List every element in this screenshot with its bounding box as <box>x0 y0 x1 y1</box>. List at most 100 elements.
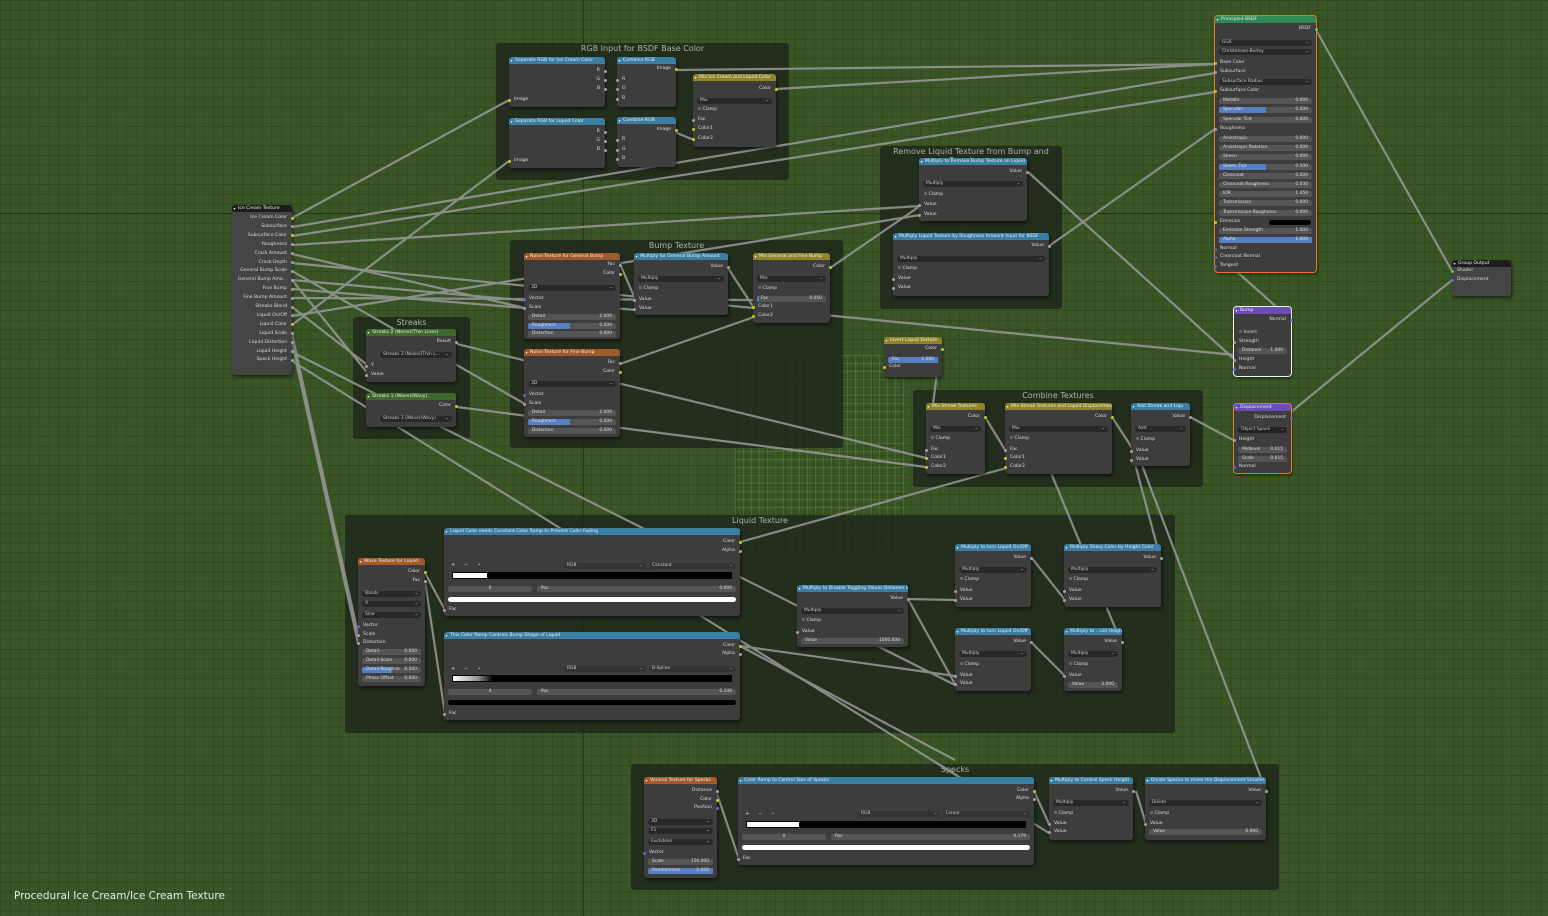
clamp-checkbox[interactable]: Clamp <box>955 576 1031 584</box>
socket-fac[interactable]: Fac <box>1003 446 1112 454</box>
mix-general-fine-bump-node[interactable]: Mix General and Fine Bump Color Mix Clam… <box>751 253 832 323</box>
socket-clearcoat-normal[interactable]: Clearcoat Normal <box>1213 253 1316 261</box>
socket-value[interactable]: Value <box>797 595 910 603</box>
node-group-selector[interactable]: Streaks 2 (Noise)(Thin L... <box>380 351 452 358</box>
color-mode-dropdown[interactable]: RGB <box>564 665 646 672</box>
add-stop-button[interactable]: + <box>451 562 456 568</box>
add-stop-button[interactable]: + <box>745 811 750 817</box>
ramp-menu-button[interactable]: ⌄ <box>771 810 776 816</box>
socket-fac[interactable]: Fac <box>442 606 740 614</box>
socket-color[interactable]: Color <box>753 263 832 271</box>
socket-color[interactable]: Color <box>366 402 458 410</box>
socket-ice-cream-color[interactable]: Ice Cream Color <box>232 214 294 222</box>
socket-bsdf[interactable]: BSDF <box>1215 25 1318 33</box>
color-ramp-gradient[interactable] <box>452 572 732 579</box>
interpolation-dropdown[interactable]: Constant <box>649 562 736 569</box>
stop-index-field[interactable]: 0 <box>448 586 532 592</box>
socket-subsurface-color[interactable]: Subsurface Color <box>1213 87 1316 95</box>
socket-value-2[interactable]: Value <box>1047 828 1133 836</box>
clamp-checkbox[interactable]: Clamp <box>753 285 830 293</box>
socket-color2[interactable]: Color2 <box>924 463 985 471</box>
multiply-roughness-node[interactable]: Multiply Liquid Texture by Roughness Amo… <box>891 233 1051 296</box>
socket-speck-height[interactable]: Speck Height <box>232 356 294 364</box>
socket-normal[interactable]: Normal <box>1232 463 1291 471</box>
socket-color[interactable]: Color <box>524 368 622 376</box>
socket-value-1[interactable]: Value <box>953 587 1031 595</box>
space-dropdown[interactable]: Object Space <box>1238 426 1287 433</box>
socket-color[interactable]: Color <box>444 538 742 546</box>
socket-displacement[interactable]: Displacement <box>1450 276 1511 284</box>
socket-value-2[interactable]: Value <box>632 305 728 313</box>
blend-mode-dropdown[interactable]: Mix <box>930 425 981 432</box>
socket-liquid-height[interactable]: Liquid Height <box>232 348 294 356</box>
divide-specks-node[interactable]: Divide Specks to make the Displacement S… <box>1143 777 1268 840</box>
socket-image[interactable]: Image <box>617 126 678 134</box>
separate-rgb-ice-cream-node[interactable]: Separate RGB for Ice Cream Color R G B I… <box>507 57 607 107</box>
socket-value-2[interactable]: Value <box>953 680 1031 688</box>
multiply-liquid-on-off-node-1[interactable]: Multiply to turn Liquid On/Off Value Mul… <box>953 544 1033 607</box>
color-ramp-bump-shape-node[interactable]: This Color Ramp Controls Bump Shape of L… <box>442 632 742 720</box>
socket-fac[interactable]: Fac <box>524 359 622 367</box>
operation-dropdown[interactable]: Multiply <box>801 607 904 614</box>
socket-roughness[interactable]: Roughness <box>232 241 294 249</box>
noise-texture-fine-bump-node[interactable]: Noise Texture for Fine Bump Fac Color 3D… <box>522 349 622 437</box>
socket-color[interactable]: Color <box>524 270 622 278</box>
wave-texture-liquid-node[interactable]: Wave Texture for Liquid Color Fac Bands … <box>356 558 427 686</box>
socket-height[interactable]: Height <box>1232 436 1291 444</box>
ramp-menu-button[interactable]: ⌄ <box>477 665 482 671</box>
socket-liquid-color[interactable]: Liquid Color <box>232 321 294 329</box>
group-input-node[interactable]: Ice Cream Texture Ice Cream ColorSubsurf… <box>232 205 294 375</box>
socket-distortion[interactable]: Distortion <box>356 639 425 647</box>
socket-color1[interactable]: Color1 <box>751 303 830 311</box>
subsurface-method-dropdown[interactable]: Christensen-Burley <box>1219 48 1312 55</box>
socket-fac[interactable]: Fac <box>358 577 427 585</box>
socket-color[interactable]: Color <box>738 787 1036 795</box>
socket-normal-out[interactable]: Normal <box>1234 316 1293 324</box>
socket-value[interactable]: Value <box>1064 554 1163 562</box>
color-ramp-specks-node[interactable]: Color Ramp to Control Size of Specks Col… <box>736 777 1036 865</box>
stop-color-swatch[interactable] <box>448 597 736 602</box>
socket-r[interactable]: R <box>615 76 676 84</box>
socket-value-1[interactable]: Value <box>891 275 1049 283</box>
clamp-checkbox[interactable]: Clamp <box>797 617 908 625</box>
socket-alpha[interactable]: Alpha <box>444 547 742 555</box>
socket-value-2[interactable]: Value <box>1129 456 1190 464</box>
mix-streak-liquid-node[interactable]: Mix Streak Textures and Liquid Displacem… <box>1003 403 1114 474</box>
noise-texture-general-bump-node[interactable]: Noise Texture for General Bump Fac Color… <box>522 253 622 339</box>
socket-value[interactable]: Value <box>364 371 456 379</box>
socket-fac[interactable]: Fac <box>736 855 1034 863</box>
socket-value-1[interactable]: Value <box>1129 447 1190 455</box>
operation-dropdown[interactable]: Add <box>1135 425 1186 432</box>
multiply-sharp-color-node[interactable]: Multiply Sharp Color by Height Color Val… <box>1062 544 1163 607</box>
socket-tangent[interactable]: Tangent <box>1213 262 1316 270</box>
socket-fine-bump-amount[interactable]: Fine Bump Amount <box>232 294 294 302</box>
socket-base-color[interactable]: Base Color <box>1213 59 1316 67</box>
operation-dropdown[interactable]: Multiply <box>1053 799 1129 806</box>
multiply-disable-toggling-node[interactable]: Multiply to Disable Toggling Values Betw… <box>795 585 910 647</box>
socket-value-1[interactable]: Value <box>632 296 728 304</box>
add-streak-liquid-node[interactable]: Add Streak and Liqu Value Add Clamp Valu… <box>1129 403 1192 466</box>
socket-height[interactable]: Height <box>1232 356 1291 364</box>
socket-color1[interactable]: Color1 <box>924 454 985 462</box>
socket-b[interactable]: B <box>509 146 607 154</box>
clamp-checkbox[interactable]: Clamp <box>693 106 776 114</box>
direction-dropdown[interactable]: X <box>362 600 421 607</box>
socket-general-bump-amo-[interactable]: General Bump Amo... <box>232 276 294 284</box>
socket-color-in[interactable]: Color <box>882 363 942 371</box>
socket-roughness[interactable]: Roughness <box>1213 125 1316 133</box>
streaks-2-group-node[interactable]: Streaks 2 (Noise)(Thin Lines) Result Str… <box>364 329 458 382</box>
subsurface-radius-field[interactable]: Subsurface Radius <box>1219 78 1312 85</box>
